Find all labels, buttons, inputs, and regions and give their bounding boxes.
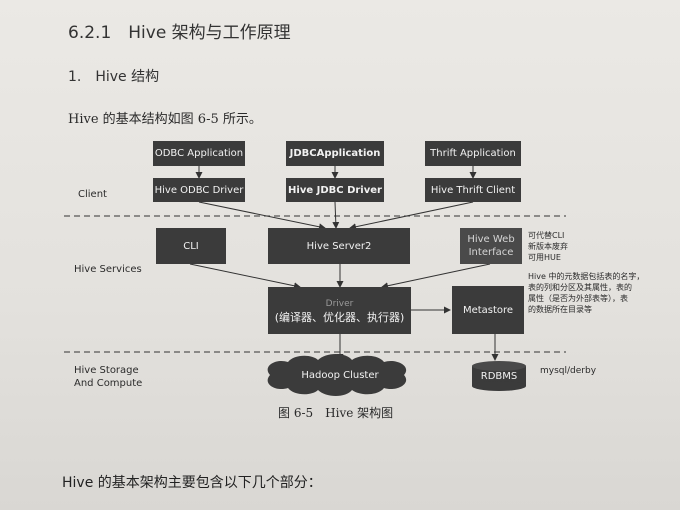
web-note-1: 可代替CLI [528, 231, 565, 240]
web-note-3: 可用HUE [528, 253, 561, 262]
arrow-thrift-server [349, 201, 474, 231]
rdbms-cylinder-top [472, 361, 526, 371]
meta-note-4: 的数据所在目录等 [528, 305, 592, 314]
metastore-box: Metastore [452, 286, 524, 334]
sub-title: 1. Hive 结构 [68, 69, 160, 85]
figure-caption: 图 6-5 Hive 架构图 [278, 406, 394, 420]
meta-note-2: 表的列和分区及其属性，表的 [528, 283, 632, 292]
meta-note-3: 属性（是否为外部表等），表 [528, 294, 628, 303]
metastore-note: Hive 中的元数据包括表的名字， 表的列和分区及其属性，表的 属性（是否为外部… [528, 271, 644, 315]
driver-box: Driver (编译器、优化器、执行器) [268, 287, 411, 334]
layer-label-client: Client [78, 189, 107, 200]
rdbms-label: RDBMS [480, 370, 518, 382]
meta-note-1: Hive 中的元数据包括表的名字， [528, 272, 645, 281]
arrow-odbc-server [198, 201, 326, 231]
storage-line-2: And Compute [74, 378, 143, 389]
jdbc-application-box: JDBCApplication [286, 141, 384, 166]
layer-label-services: Hive Services [74, 264, 142, 275]
web-line-1: Hive Web [467, 234, 515, 245]
layer-label-storage: Hive Storage And Compute [74, 364, 142, 390]
rdbms-note: mysql/derby [540, 366, 597, 376]
storage-line-1: Hive Storage [74, 365, 139, 376]
hive-server2-box: Hive Server2 [268, 228, 410, 264]
hadoop-cluster-label: Hadoop Cluster [301, 369, 379, 381]
arrow-web-driver [381, 263, 491, 290]
rdbms-cylinder-bottom [472, 381, 526, 391]
web-line-2: Interface [468, 247, 514, 258]
web-interface-note: 可代替CLI 新版本废弃 可用HUE [528, 230, 568, 263]
summary-text: Hive 的基本架构主要包含以下几个部分： [62, 475, 322, 491]
web-note-2: 新版本废弃 [528, 242, 568, 251]
odbc-driver-box: Hive ODBC Driver [153, 178, 245, 202]
hive-web-interface-box: Hive Web Interface [460, 228, 522, 264]
hadoop-cloud-shape [267, 354, 407, 396]
odbc-application-box: ODBC Application [153, 141, 245, 166]
thrift-application-box: Thrift Application [425, 141, 521, 166]
intro-text: Hive 的基本结构如图 6-5 所示。 [68, 112, 262, 127]
thrift-client-box: Hive Thrift Client [425, 178, 521, 202]
jdbc-driver-box: Hive JDBC Driver [286, 178, 384, 202]
arrow-cli-driver [189, 263, 301, 290]
driver-label: Driver [325, 298, 354, 309]
driver-components: (编译器、优化器、执行器) [274, 310, 405, 324]
section-title: 6.2.1 Hive 架构与工作原理 [68, 23, 291, 43]
arrow-jdbc-server [332, 201, 340, 229]
cli-box: CLI [156, 228, 226, 264]
rdbms-cylinder-body [472, 366, 526, 386]
